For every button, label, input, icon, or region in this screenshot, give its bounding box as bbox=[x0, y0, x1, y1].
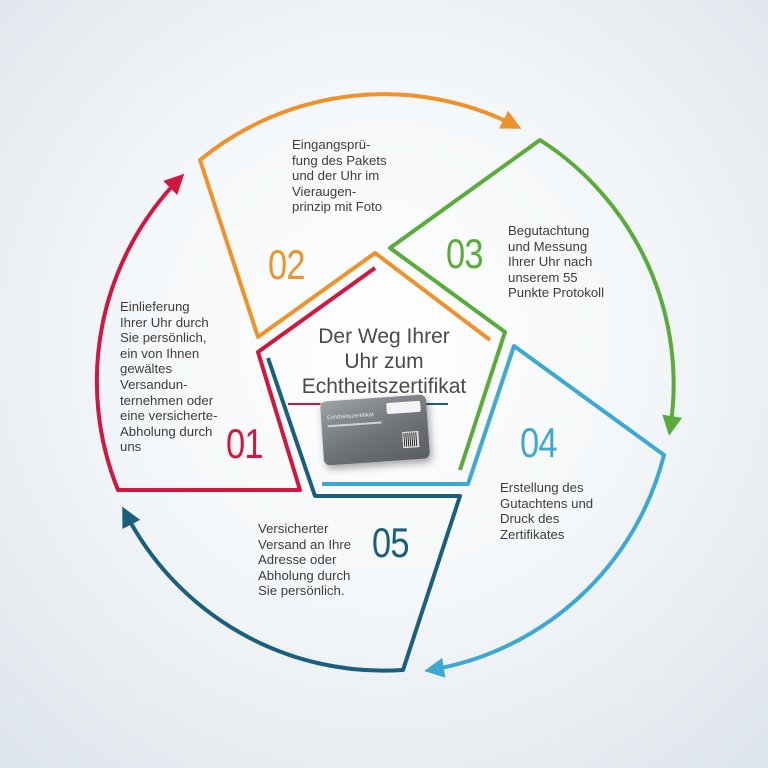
cycle-segment-05 bbox=[122, 357, 462, 673]
title-underline-red bbox=[288, 403, 320, 405]
card-logo-icon bbox=[386, 400, 421, 415]
cycle-segment-01 bbox=[94, 173, 377, 492]
qr-code-icon bbox=[402, 430, 420, 449]
title-underline-darkblue bbox=[416, 403, 448, 405]
cycle-segment-03 bbox=[388, 138, 683, 471]
step-01-text: Einlieferung Ihrer Uhr durch Sie persönl… bbox=[120, 299, 218, 455]
center-title: Der Weg Ihrer Uhr zum Echtheitszertifika… bbox=[301, 325, 467, 398]
step-02-text: Eingangsprü- fung des Pakets und der Uhr… bbox=[292, 137, 387, 215]
step-05-number: 05 bbox=[372, 519, 409, 566]
card-stripe bbox=[327, 421, 382, 428]
step-01-number: 01 bbox=[226, 420, 263, 467]
step-03-text: Begutachtung und Messung Ihrer Uhr nach … bbox=[508, 223, 605, 301]
certificate-card-image: Echtheitszertifikat bbox=[319, 394, 431, 466]
step-02-number: 02 bbox=[268, 241, 305, 288]
step-04-number: 04 bbox=[520, 419, 557, 466]
cycle-segment-04 bbox=[322, 344, 666, 678]
step-03-number: 03 bbox=[446, 230, 483, 277]
cycle-segment-02 bbox=[198, 92, 522, 342]
step-04-text: Erstellung des Gutachtens und Druck des … bbox=[500, 480, 594, 542]
step-05-text: Versicherter Versand an Ihre Adresse ode… bbox=[258, 521, 352, 599]
card-label: Echtheitszertifikat bbox=[326, 412, 375, 422]
